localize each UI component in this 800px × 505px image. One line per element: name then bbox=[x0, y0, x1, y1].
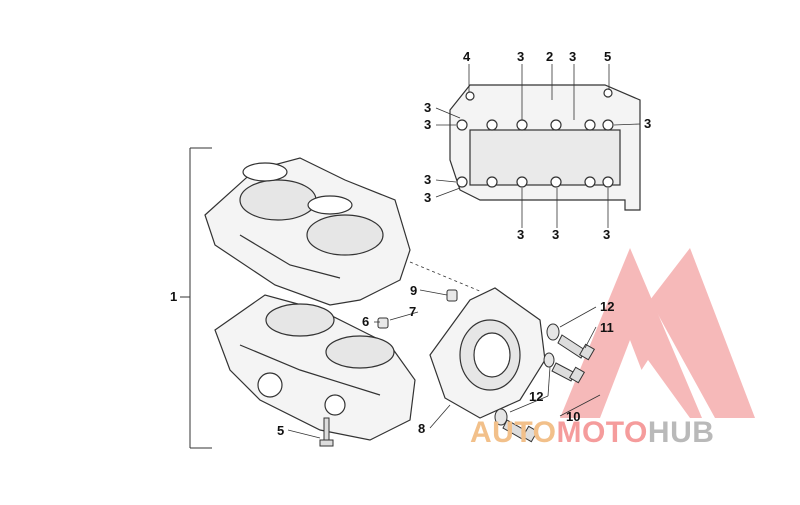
assembly-bracket bbox=[180, 147, 212, 449]
washer-12-top bbox=[546, 323, 560, 341]
callout-3-top-a: 3 bbox=[517, 49, 525, 64]
dowel-pin-7 bbox=[377, 317, 389, 329]
callout-3-left-b: 3 bbox=[424, 117, 432, 132]
callout-1: 1 bbox=[170, 289, 178, 304]
callout-3-left-c: 3 bbox=[424, 172, 432, 187]
callout-3-left-a: 3 bbox=[424, 100, 432, 115]
callout-6: 6 bbox=[362, 314, 370, 329]
callout-8: 8 bbox=[418, 421, 426, 436]
bolt-11 bbox=[557, 334, 596, 361]
callout-10: 10 bbox=[566, 409, 581, 424]
callout-3-right: 3 bbox=[644, 116, 652, 131]
callout-5-top: 5 bbox=[604, 49, 612, 64]
bolt-10-bottom bbox=[502, 419, 539, 443]
side-cover bbox=[429, 287, 546, 419]
callout-9: 9 bbox=[410, 283, 418, 298]
watermark-logo-mark bbox=[560, 248, 755, 418]
watermark-hub: HUB bbox=[647, 416, 715, 449]
watermark-auto: AUTO bbox=[470, 416, 557, 449]
callout-4: 4 bbox=[463, 49, 471, 64]
upper-crankcase-half bbox=[204, 157, 411, 306]
callout-7: 7 bbox=[409, 304, 417, 319]
callout-3-bottom-a: 3 bbox=[517, 227, 525, 242]
watermark-logo-text: AUTOMOTOHUB bbox=[470, 418, 714, 448]
bolt-10-mid bbox=[551, 362, 586, 384]
callout-11: 11 bbox=[600, 320, 614, 335]
lower-crankcase-half bbox=[214, 294, 416, 441]
callout-12-top: 12 bbox=[600, 299, 615, 314]
callout-leaders bbox=[287, 64, 641, 439]
callout-5-bottom: 5 bbox=[277, 423, 285, 438]
leader-upper-to-cover bbox=[409, 261, 483, 293]
callout-3-bottom-b: 3 bbox=[552, 227, 560, 242]
dowel-pin-9 bbox=[446, 289, 458, 302]
callout-3-bottom-c: 3 bbox=[603, 227, 611, 242]
washer-12-bottom bbox=[494, 408, 508, 426]
watermark-moto: MOTO bbox=[556, 416, 648, 449]
washer-12-mid bbox=[543, 352, 555, 368]
callout-3-left-d: 3 bbox=[424, 190, 432, 205]
crankcase-bottom-view bbox=[449, 84, 641, 211]
stud-bolt bbox=[319, 417, 334, 447]
callout-2: 2 bbox=[546, 49, 554, 64]
callout-12-bottom: 12 bbox=[529, 389, 544, 404]
callout-3-top-b: 3 bbox=[569, 49, 577, 64]
